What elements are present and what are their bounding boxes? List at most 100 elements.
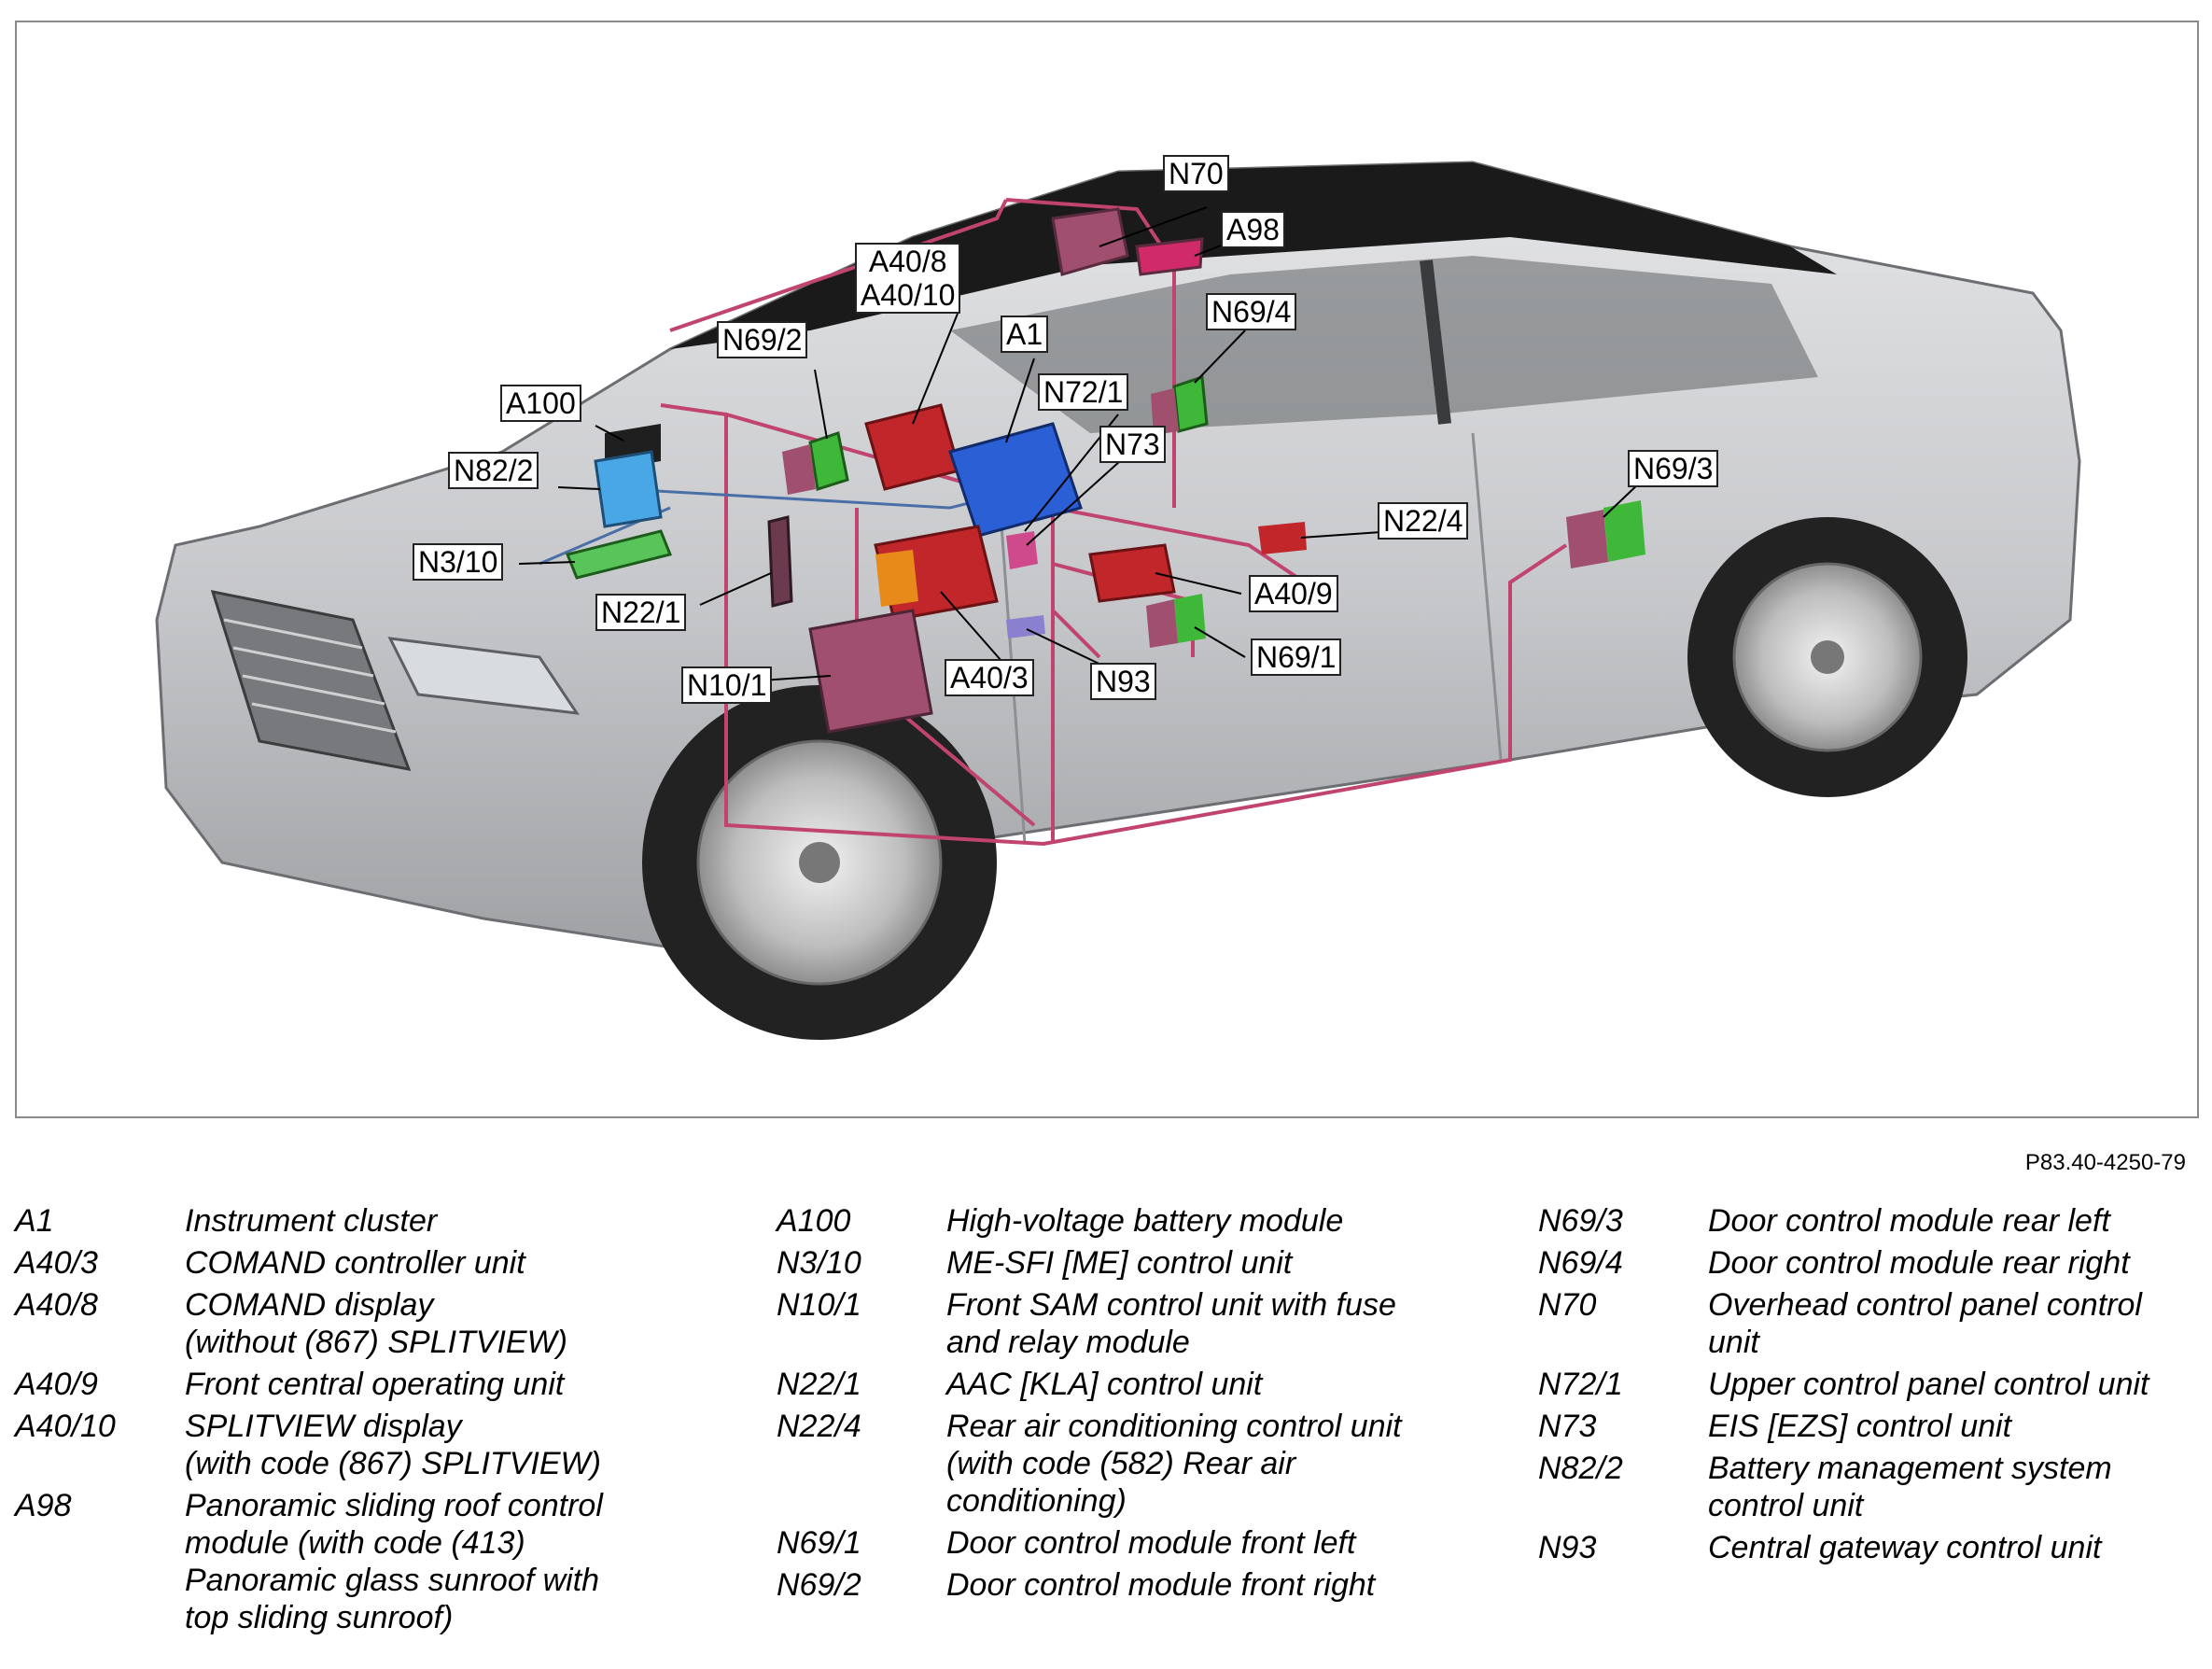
legend-code: N22/1 xyxy=(777,1367,861,1402)
legend-item: A98 Panoramic sliding roof control module… xyxy=(15,1487,603,1636)
legend-code: A40/10 xyxy=(15,1409,116,1444)
legend-item: A40/10 SPLITVIEW display (with code (867)… xyxy=(15,1408,603,1482)
legend-item: A40/8 COMAND display (without (867) SPLIT… xyxy=(15,1286,603,1361)
legend-description: ME-SFI [ME] control unit xyxy=(946,1245,1293,1281)
legend-code: N22/4 xyxy=(777,1409,861,1444)
legend-description: Central gateway control unit xyxy=(1708,1530,2102,1565)
legend-item: N72/1 Upper control panel control unit xyxy=(1538,1366,2149,1403)
legend-description: Door control module rear left xyxy=(1708,1203,2110,1239)
callout-n93: N93 xyxy=(1090,663,1156,700)
callout-n69-1: N69/1 xyxy=(1251,638,1342,676)
callout-n69-4: N69/4 xyxy=(1206,293,1297,330)
callout-a40-8-text: A40/8 xyxy=(868,245,947,278)
legend-code: N72/1 xyxy=(1538,1367,1623,1402)
n3-10-unit xyxy=(565,529,673,580)
n69-4-pink xyxy=(1151,388,1179,435)
legend-item: N69/1 Door control module front left xyxy=(777,1524,1402,1562)
n10-1-unit xyxy=(808,609,933,734)
legend-description: AAC [KLA] control unit xyxy=(946,1367,1263,1402)
n82-2-unit xyxy=(594,450,663,528)
legend-item: N69/4 Door control module rear right xyxy=(1538,1244,2149,1282)
a1-unit xyxy=(948,422,1083,538)
n69-2-pink xyxy=(782,444,816,495)
legend-description: Panoramic sliding roof control module (w… xyxy=(185,1488,603,1635)
legend-code: N93 xyxy=(1538,1530,1597,1565)
n72-1-unit xyxy=(1006,531,1038,569)
legend-code: A98 xyxy=(15,1488,72,1523)
callout-a1: A1 xyxy=(1001,316,1049,353)
legend-code: N3/10 xyxy=(777,1245,861,1281)
a40-9-unit xyxy=(1088,543,1176,603)
callout-n72-1: N72/1 xyxy=(1038,373,1129,411)
legend-item: N73 EIS [EZS] control unit xyxy=(1538,1408,2149,1445)
car-windows xyxy=(950,256,1818,433)
n69-1-pink xyxy=(1146,599,1178,648)
callout-n22-1: N22/1 xyxy=(595,594,687,631)
callout-n22-4: N22/4 xyxy=(1378,502,1469,540)
a40-3-orange xyxy=(875,550,918,607)
callout-a40-3: A40/3 xyxy=(945,659,1034,696)
n69-3-unit xyxy=(1603,500,1645,562)
legend-code: N82/2 xyxy=(1538,1451,1623,1486)
callout-a100: A100 xyxy=(500,385,581,422)
legend-code: A40/3 xyxy=(15,1245,98,1281)
legend-code: A40/8 xyxy=(15,1287,98,1323)
legend-item: N93 Central gateway control unit xyxy=(1538,1529,2149,1566)
figure-reference-code: P83.40-4250-79 xyxy=(2024,1150,2186,1175)
legend-code: N69/3 xyxy=(1538,1203,1623,1239)
legend-code: N69/4 xyxy=(1538,1245,1623,1281)
legend-item: N10/1 Front SAM control unit with fuse an… xyxy=(777,1286,1402,1361)
vehicle-diagram-frame: N70 A98 A40/8 A40/10 A1 N69/2 N69/4 A100… xyxy=(15,21,2199,1118)
callout-n69-3: N69/3 xyxy=(1628,450,1719,487)
n69-2-unit xyxy=(808,431,849,491)
legend-code: N69/2 xyxy=(777,1567,861,1603)
callout-a40-9: A40/9 xyxy=(1249,575,1338,612)
callout-n82-2: N82/2 xyxy=(448,452,539,489)
callout-n10-1: N10/1 xyxy=(681,666,773,704)
callout-n73: N73 xyxy=(1099,426,1166,463)
legend-item: N22/4 Rear air conditioning control unit … xyxy=(777,1408,1402,1520)
callout-n70: N70 xyxy=(1163,155,1229,192)
car-illustration xyxy=(155,161,2081,1040)
n69-1-unit xyxy=(1174,594,1206,643)
legend-description: COMAND display (without (867) SPLITVIEW) xyxy=(185,1287,568,1360)
legend-description: Door control module front left xyxy=(946,1525,1356,1561)
legend-description: Door control module front right xyxy=(946,1567,1376,1603)
legend-description: COMAND controller unit xyxy=(185,1245,525,1281)
car-roof xyxy=(670,162,1837,349)
legend-item: N69/3 Door control module rear left xyxy=(1538,1202,2149,1240)
n69-3-pink xyxy=(1566,510,1608,568)
front-wheel xyxy=(642,685,997,1040)
legend-description: Battery management system control unit xyxy=(1708,1451,2112,1523)
legend-code: A40/9 xyxy=(15,1367,98,1402)
legend-code: N69/1 xyxy=(777,1525,861,1561)
rear-wheel xyxy=(1687,517,1967,797)
legend-description: High-voltage battery module xyxy=(946,1203,1344,1239)
n22-1-unit xyxy=(767,515,793,608)
legend-description: Upper control panel control unit xyxy=(1708,1367,2149,1402)
callout-n3-10: N3/10 xyxy=(413,543,504,581)
n22-4-unit xyxy=(1258,522,1307,554)
callout-a40-10-text: A40/10 xyxy=(861,278,956,312)
a98-unit xyxy=(1135,237,1204,276)
legend-code: A1 xyxy=(15,1203,54,1239)
callout-a98: A98 xyxy=(1221,211,1285,248)
legend-description: Rear air conditioning control unit (with… xyxy=(946,1409,1402,1519)
legend-description: EIS [EZS] control unit xyxy=(1708,1409,2012,1444)
legend-code: N70 xyxy=(1538,1287,1597,1323)
callout-a40-8-a40-10: A40/8 A40/10 xyxy=(855,243,961,314)
legend-item: A40/3 COMAND controller unit xyxy=(15,1244,603,1282)
legend-description: SPLITVIEW display (with code (867) SPLIT… xyxy=(185,1409,601,1481)
legend-code: N10/1 xyxy=(777,1287,861,1323)
legend-item: N69/2 Door control module front right xyxy=(777,1566,1402,1604)
legend-description: Front SAM control unit with fuse and rel… xyxy=(946,1287,1396,1360)
legend-description: Door control module rear right xyxy=(1708,1245,2130,1281)
legend-item: N22/1 AAC [KLA] control unit xyxy=(777,1366,1402,1403)
legend-code: N73 xyxy=(1538,1409,1597,1444)
